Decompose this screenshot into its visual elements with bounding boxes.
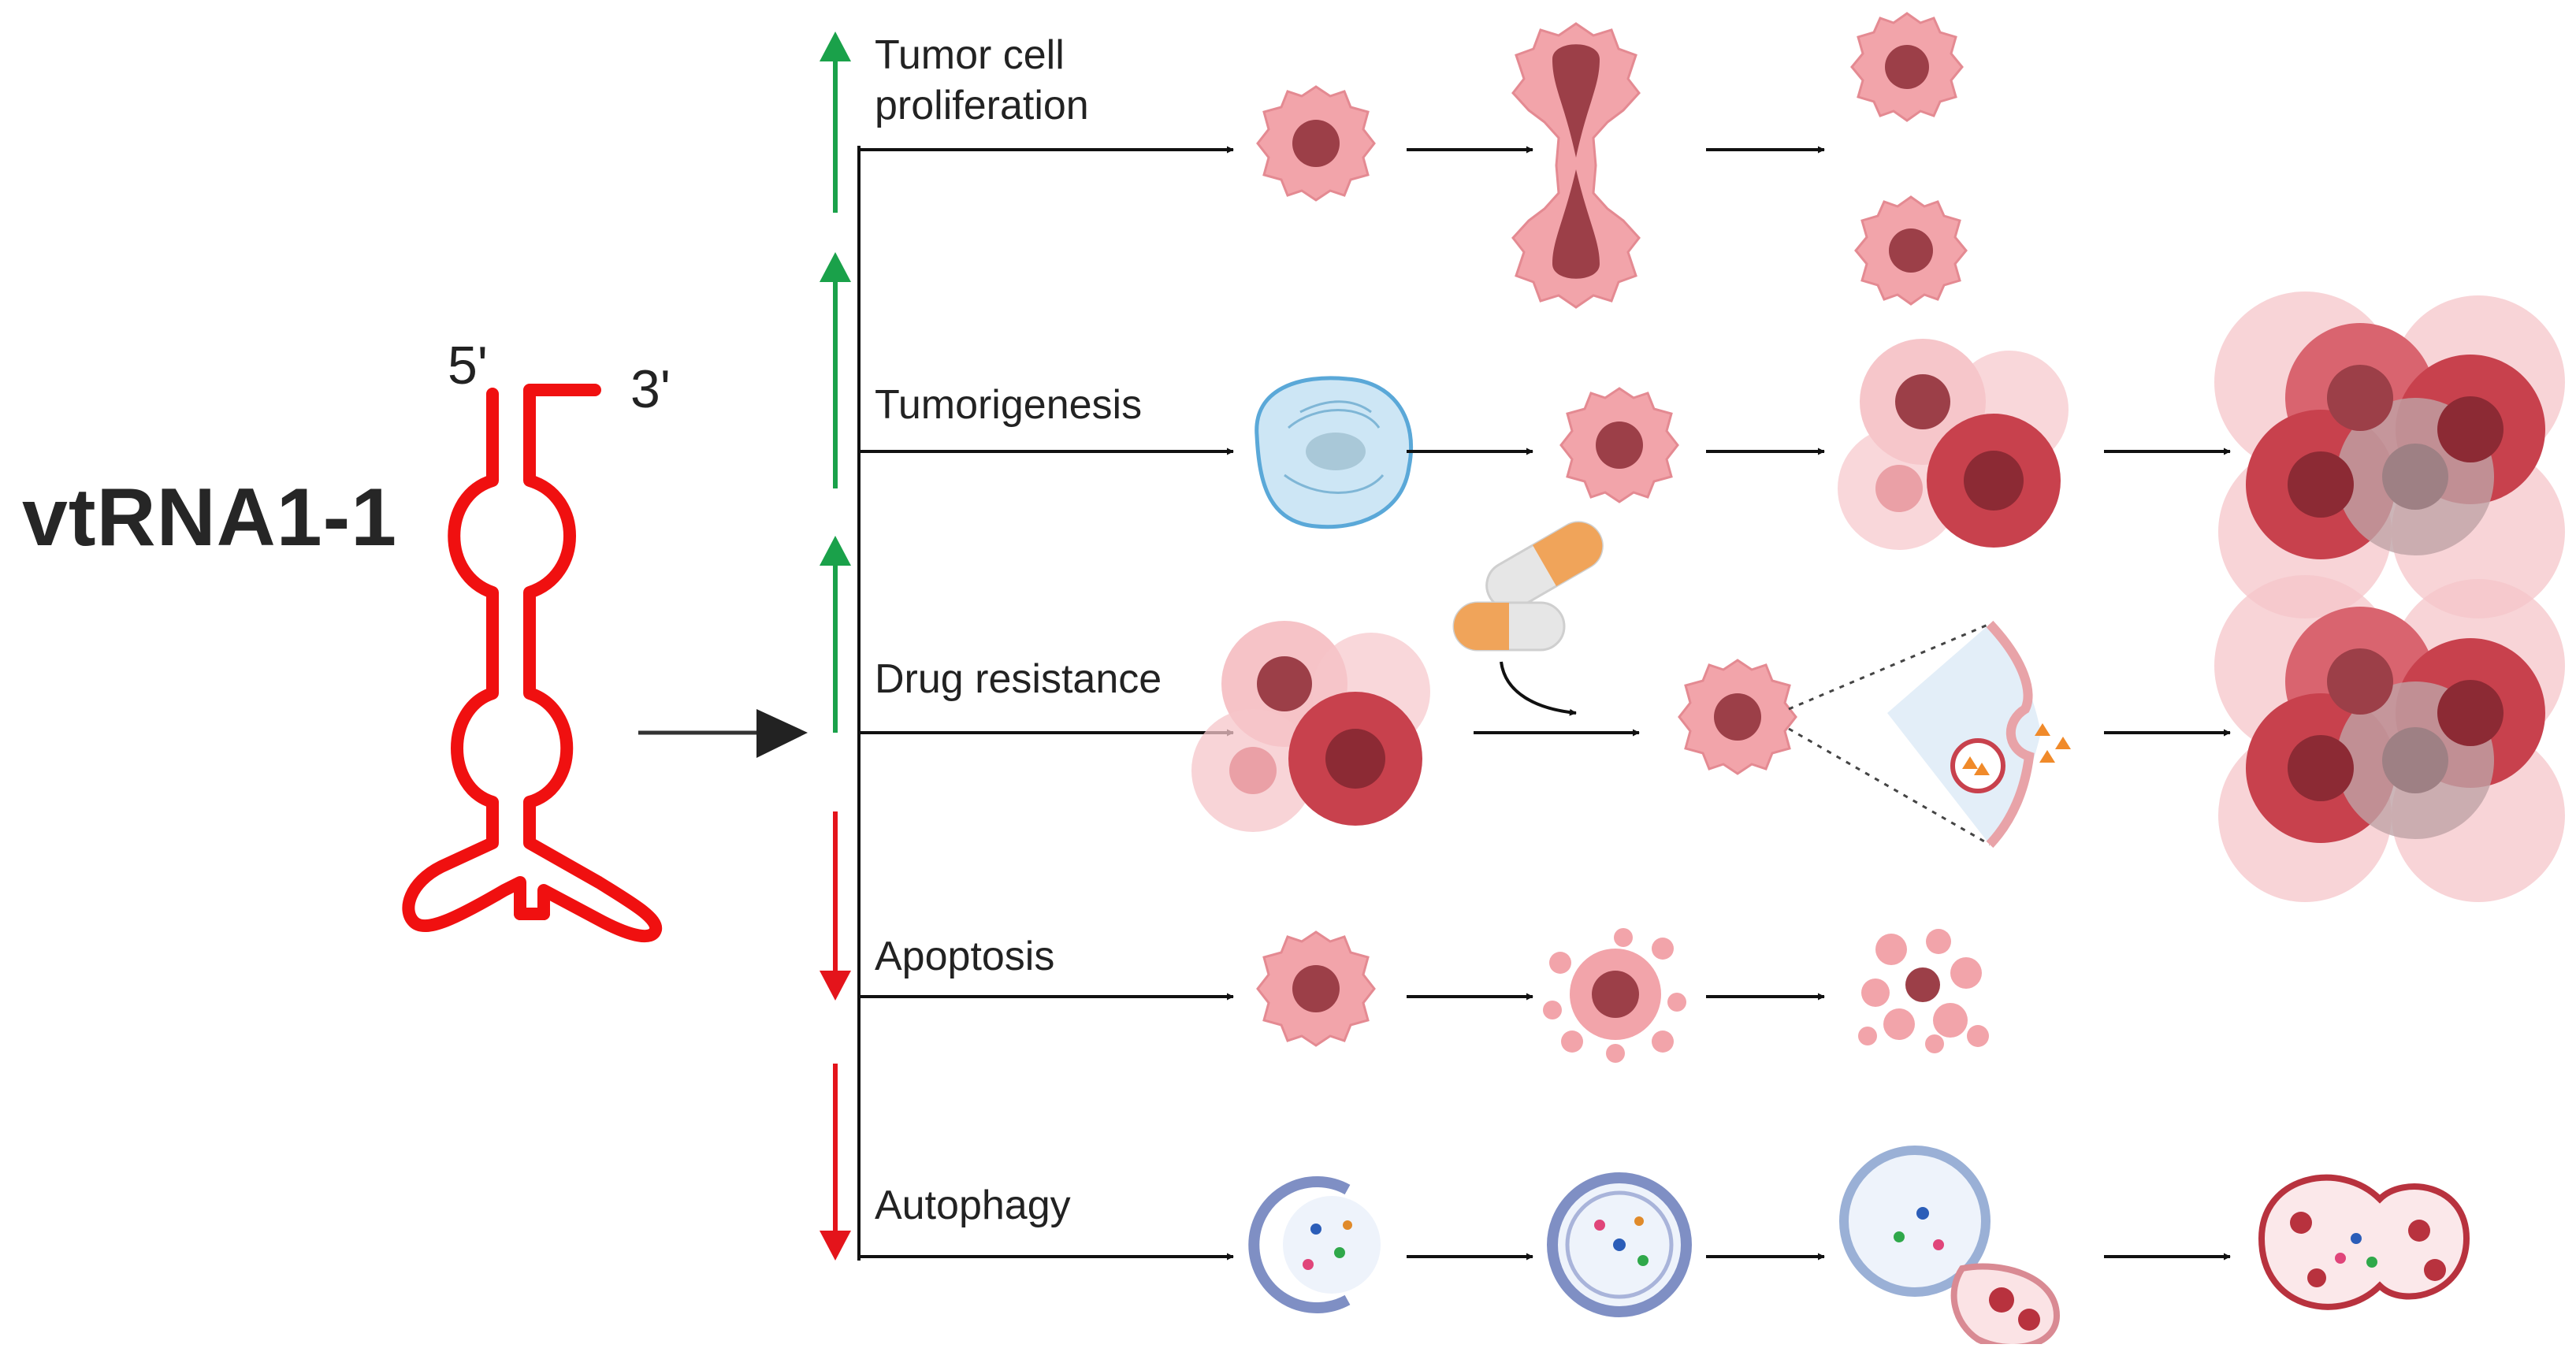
process-label-line: Apoptosis [875,934,1055,979]
branch-arrows [859,146,1234,1261]
process-label: Drug resistance [875,654,1162,704]
up-arrow-icon [820,252,851,488]
row-tumorigenesis-cells [1255,292,2565,618]
process-label-line: Drug resistance [875,656,1162,702]
row-apoptosis-cells [1256,928,1989,1063]
five-prime-label: 5' [448,336,488,395]
autolysosome [2258,1174,2470,1310]
apoptotic-bodies [1858,929,1989,1053]
rna-strand-5prime [402,388,526,932]
row-arrows [1407,146,2231,1261]
tumor-mass [2214,292,2565,618]
normal-cell [1255,376,1414,529]
rna-strand-3prime [523,384,663,943]
row-autophagy-cells [1248,1146,2470,1348]
daughter-cell-bottom [1854,195,1968,306]
tumor-mass [2214,575,2565,902]
autophagosome-lysosome-fusion [1839,1146,2061,1348]
tumor-cell [1678,659,1797,775]
process-label-line: Tumorigenesis [875,382,1143,428]
process-label: Apoptosis [875,931,1054,982]
efflux-zoom [1788,620,2071,849]
process-label-line: Autophagy [875,1183,1071,1228]
row-proliferation-cells [1256,12,1968,309]
daughter-cell-top [1850,12,1964,122]
tumor-cell [1559,387,1679,503]
blebbing-cell [1543,928,1686,1063]
tumor-cell [1256,85,1376,202]
vtrna-structure [402,384,663,943]
regulation-arrows [820,32,851,1261]
process-label-line: Tumor cell [875,32,1065,78]
row-drug-resistance-cells [1191,521,2565,902]
molecule-name: vtRNA1-1 [22,472,398,563]
up-arrow-icon [820,32,851,213]
tumor-cell [1256,930,1376,1047]
tumor-cluster [1191,621,1430,832]
main-arrow [638,709,808,758]
up-arrow-icon [820,536,851,733]
process-label: Autophagy [875,1180,1071,1231]
dividing-cell [1511,22,1641,309]
three-prime-label: 3' [630,359,671,419]
down-arrow-icon [820,1064,851,1261]
process-label: Tumorigenesis [875,380,1142,430]
phagophore [1248,1176,1381,1313]
drug-entry-arrow [1500,661,1577,716]
drug-capsule-1 [1485,521,1604,611]
drug-capsule-2 [1452,601,1566,652]
autophagosome [1547,1172,1692,1317]
tumor-cluster-small [1838,339,2069,550]
process-label-line: proliferation [875,83,1089,128]
down-arrow-icon [820,811,851,1001]
process-label: Tumor cell proliferation [875,30,1089,131]
